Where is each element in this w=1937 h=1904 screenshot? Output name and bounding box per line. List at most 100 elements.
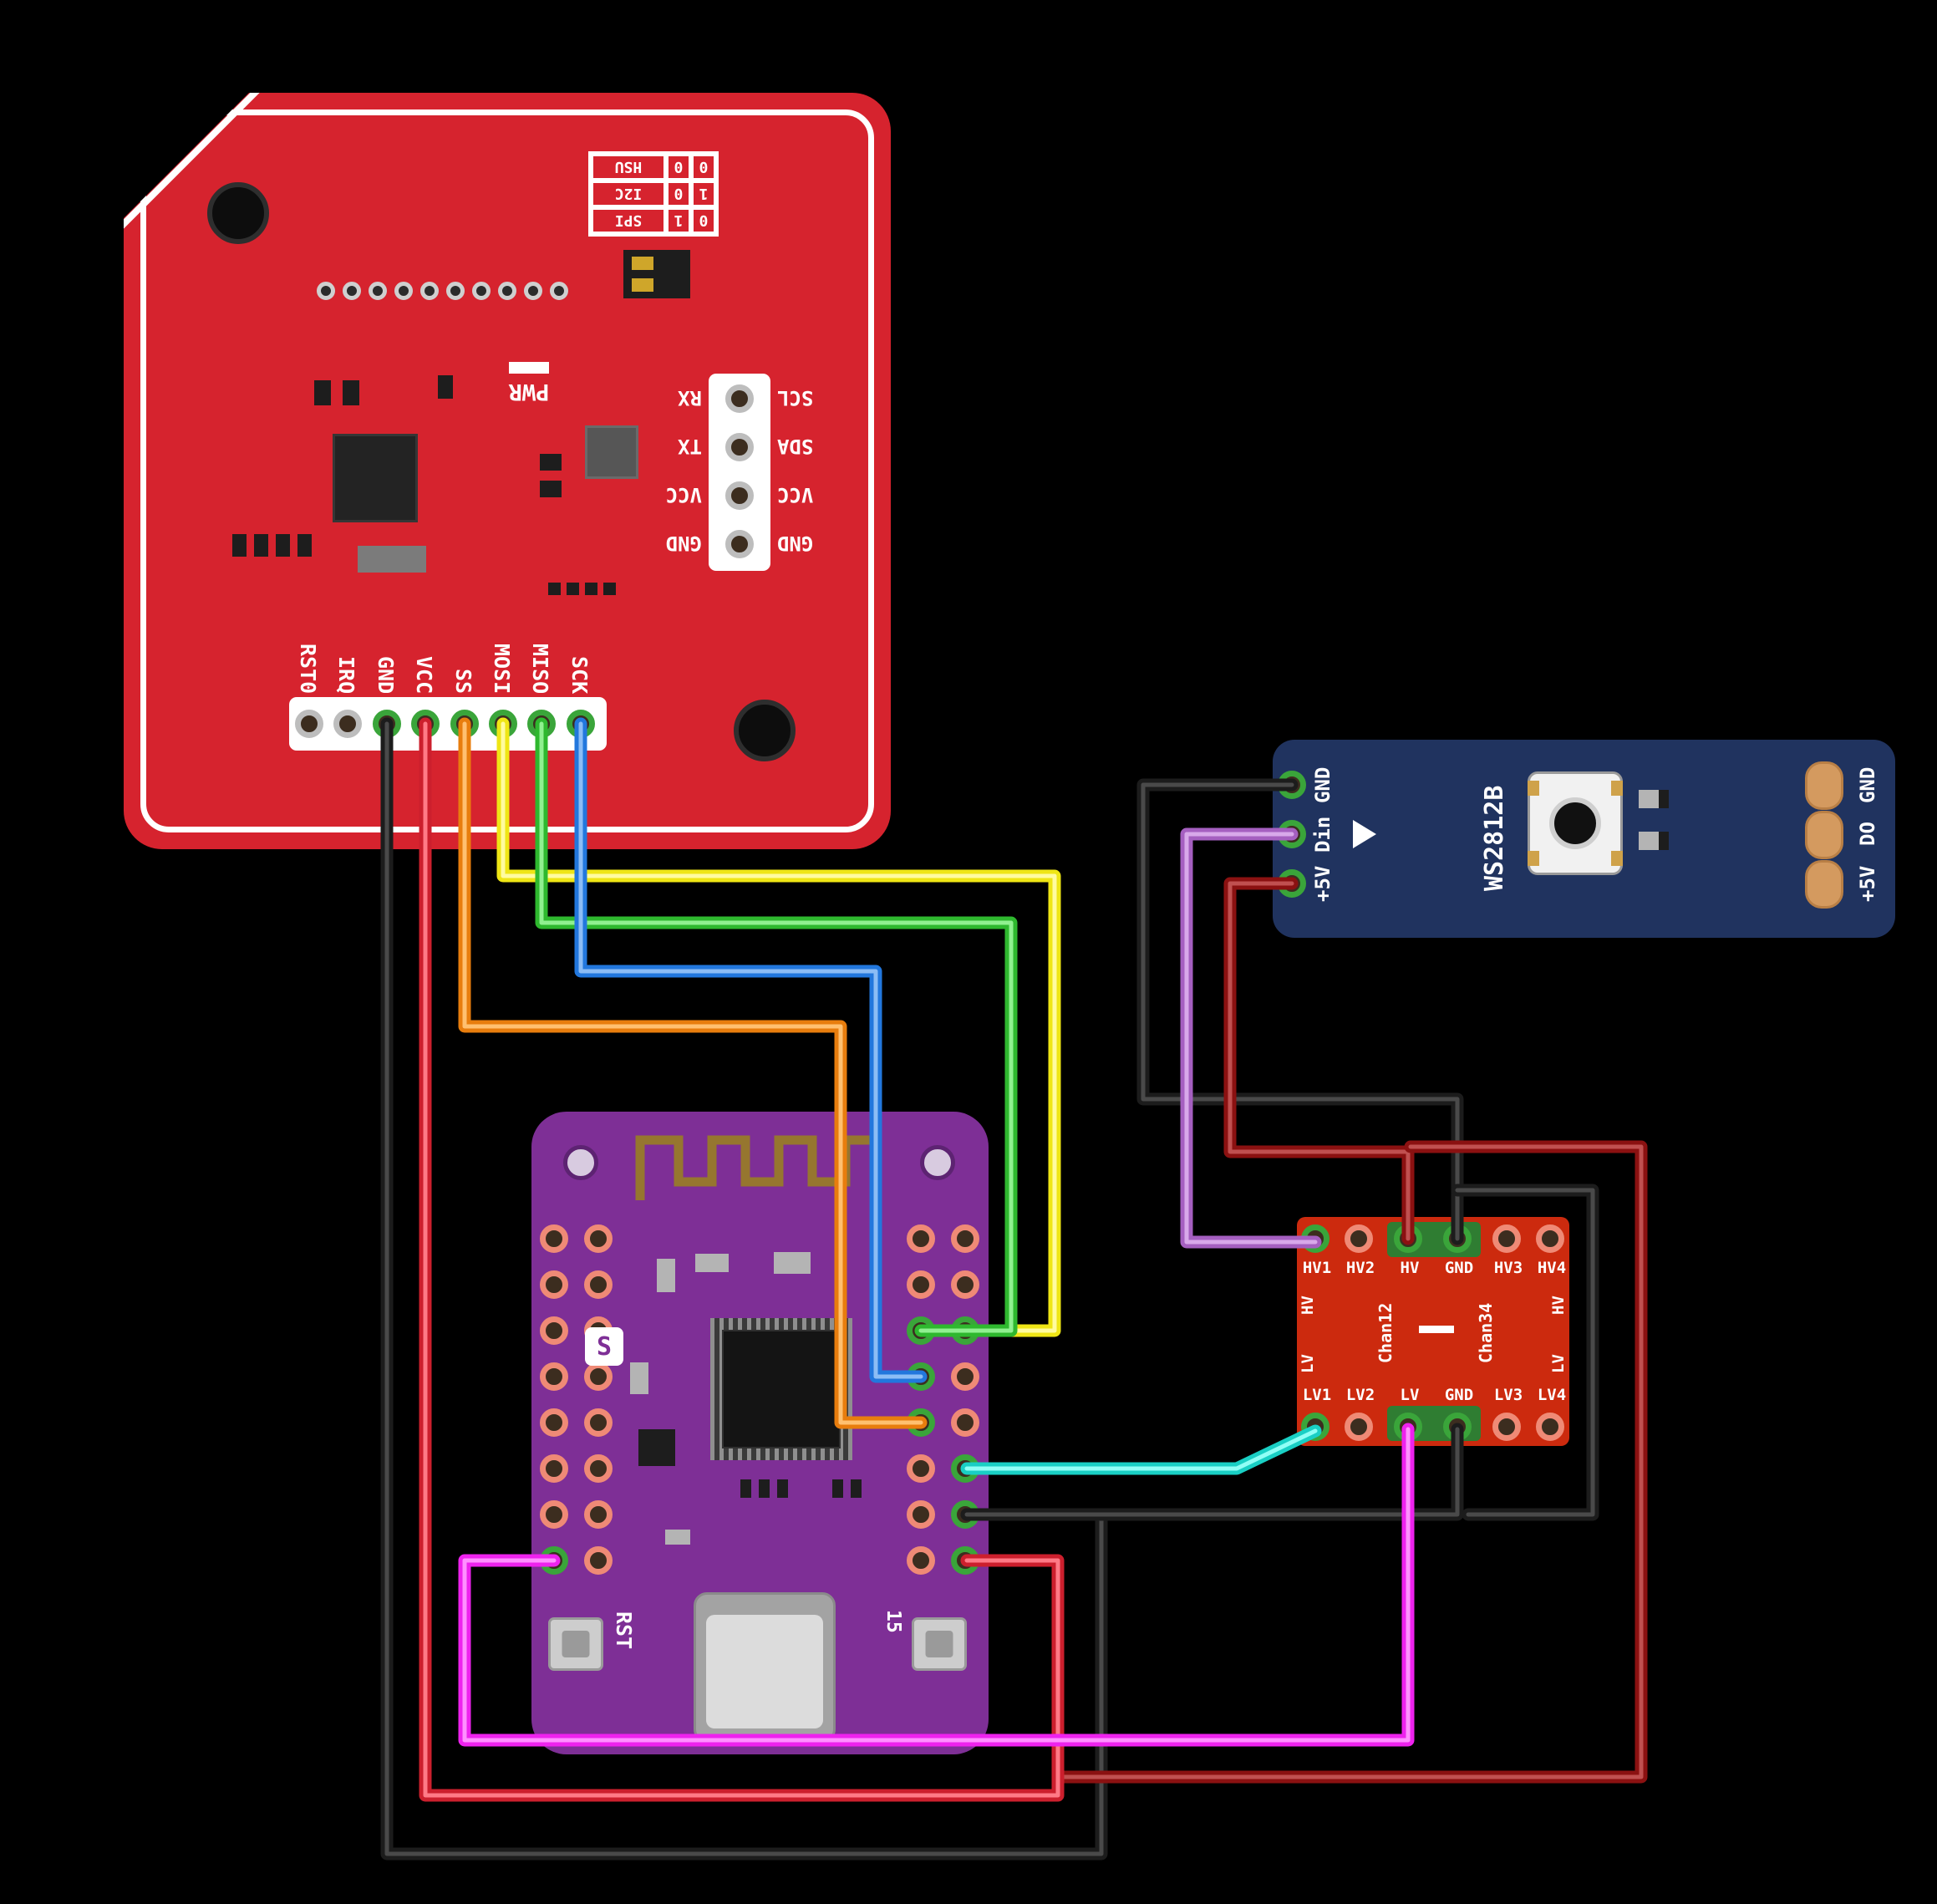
wire-cyan-lv1[interactable] [964, 1428, 1318, 1471]
pin-scl[interactable] [725, 384, 754, 413]
capacitor [254, 534, 268, 557]
wire-cyan-lv1[interactable] [960, 1424, 1322, 1475]
pad-hole[interactable] [472, 282, 491, 300]
level-shifter-board[interactable]: HV1 HV2 HV GND HV3 HV4 LV1 LV2 LV GND LV… [1297, 1217, 1569, 1446]
ws2812b-led [1528, 771, 1623, 875]
usb-connector[interactable] [694, 1592, 836, 1743]
wire-blue-sck[interactable] [578, 721, 923, 1379]
pin-irq[interactable] [333, 710, 362, 738]
wire-purple-din[interactable] [1184, 832, 1318, 1245]
pin-sda[interactable] [725, 433, 754, 461]
smd-part [777, 1479, 788, 1498]
mounting-hole-icon [563, 1145, 598, 1180]
esp-pin[interactable] [907, 1270, 935, 1299]
pad-hole[interactable] [420, 282, 439, 300]
pin-gnd-side[interactable] [725, 530, 754, 558]
mode-label: HSU [591, 154, 666, 181]
esp-pin[interactable] [540, 1224, 568, 1253]
wire-magenta-lv[interactable] [462, 1427, 1411, 1743]
boot-button[interactable] [912, 1617, 967, 1671]
pad-hole[interactable] [394, 282, 413, 300]
side-pin-label: GND [665, 532, 702, 555]
esp-pin[interactable] [584, 1454, 613, 1483]
pwr-label: PWR [508, 379, 550, 405]
side-pin-label: GND [777, 532, 814, 555]
wire-darkred-5v-loop[interactable] [1057, 1144, 1644, 1779]
pin-hv4[interactable] [1536, 1224, 1564, 1253]
esp-pin[interactable] [951, 1270, 979, 1299]
shifter-pin-label: HV2 [1345, 1259, 1375, 1277]
esp-pin[interactable] [907, 1224, 935, 1253]
smd-part [548, 583, 561, 595]
shifter-silk-dash [1419, 1326, 1454, 1333]
esp32-mcu-chip [710, 1318, 852, 1460]
pad-hole[interactable] [343, 282, 361, 300]
esp-pin[interactable] [951, 1224, 979, 1253]
ws2812b-strip[interactable]: GND Din +5V WS2812B GND DO +5V [1273, 740, 1895, 938]
esp-pin[interactable] [907, 1546, 935, 1575]
pad-ws-gnd-out[interactable] [1805, 761, 1843, 810]
pad-hole[interactable] [524, 282, 542, 300]
wire-red-pn532-vcc[interactable] [423, 721, 1060, 1798]
wire-black-esp-shifter-gnd[interactable] [964, 1427, 1460, 1517]
side-pin-label: SCL [777, 386, 814, 410]
pin-hv2[interactable] [1345, 1224, 1373, 1253]
esp-pin[interactable] [907, 1500, 935, 1529]
pin-lv4[interactable] [1536, 1413, 1564, 1441]
rst-button[interactable] [548, 1617, 603, 1671]
bottom-pin-label: SCK [567, 655, 592, 694]
mode-cell: 0 [691, 207, 716, 234]
shifter-pin-label: LV [1400, 1386, 1420, 1404]
pad-ws-do[interactable] [1805, 811, 1843, 859]
esp-pin[interactable] [951, 1362, 979, 1391]
smd-part [603, 583, 616, 595]
lolin-logo: S [585, 1327, 623, 1366]
pin-rst0[interactable] [295, 710, 323, 738]
wire-black-right-loop[interactable] [1455, 1188, 1595, 1517]
esp-pin[interactable] [584, 1224, 613, 1253]
esp-pin[interactable] [540, 1270, 568, 1299]
pin-lv2[interactable] [1345, 1413, 1373, 1441]
bottom-pin-label: MOSI [490, 643, 514, 694]
pin-vcc-side[interactable] [725, 481, 754, 510]
pad-hole[interactable] [317, 282, 335, 300]
esp-pin[interactable] [951, 1408, 979, 1437]
shifter-side-label: HV [1549, 1296, 1568, 1316]
pwr-label-group: PWR [483, 362, 575, 405]
pin-lv3[interactable] [1492, 1413, 1521, 1441]
wire-orange-ss[interactable] [462, 721, 923, 1425]
pad-hole[interactable] [369, 282, 387, 300]
esp-pin[interactable] [540, 1500, 568, 1529]
esp-pin[interactable] [584, 1362, 613, 1391]
esp-pin[interactable] [584, 1408, 613, 1437]
pin-hv3[interactable] [1492, 1224, 1521, 1253]
esp-pin[interactable] [584, 1546, 613, 1575]
esp-pin[interactable] [540, 1454, 568, 1483]
mode-row: 0 0 HSU [591, 154, 716, 181]
shifter-side-label: LV [1549, 1354, 1568, 1374]
mode-switch[interactable] [623, 250, 690, 298]
smd-part [585, 583, 597, 595]
pad-hole[interactable] [550, 282, 568, 300]
led-pad [1528, 781, 1539, 796]
bottom-pin-label: RST0 [296, 643, 320, 694]
shifter-pin-label: LV1 [1302, 1386, 1332, 1404]
wire-green-miso[interactable] [539, 721, 1014, 1333]
pad-ws-5v-out[interactable] [1805, 860, 1843, 909]
bottom-pin-label: SS [451, 668, 475, 694]
pad-hole[interactable] [446, 282, 465, 300]
esp-pin[interactable] [584, 1500, 613, 1529]
wire-darkred-ws-5v[interactable] [1228, 881, 1411, 1241]
wire-yellow-mosi[interactable] [501, 721, 1057, 1333]
bottom-pin-label: GND [374, 655, 398, 694]
pad-hole[interactable] [498, 282, 516, 300]
esp-pin[interactable] [540, 1362, 568, 1391]
esp-pin[interactable] [540, 1316, 568, 1345]
esp-pin[interactable] [907, 1454, 935, 1483]
esp-pin[interactable] [540, 1408, 568, 1437]
esp32-board[interactable]: S RST 15 [531, 1112, 989, 1754]
shifter-pin-label: HV4 [1537, 1259, 1567, 1277]
logo-letter: S [596, 1331, 613, 1362]
mode-label: SPI [591, 207, 666, 234]
esp-pin[interactable] [584, 1270, 613, 1299]
